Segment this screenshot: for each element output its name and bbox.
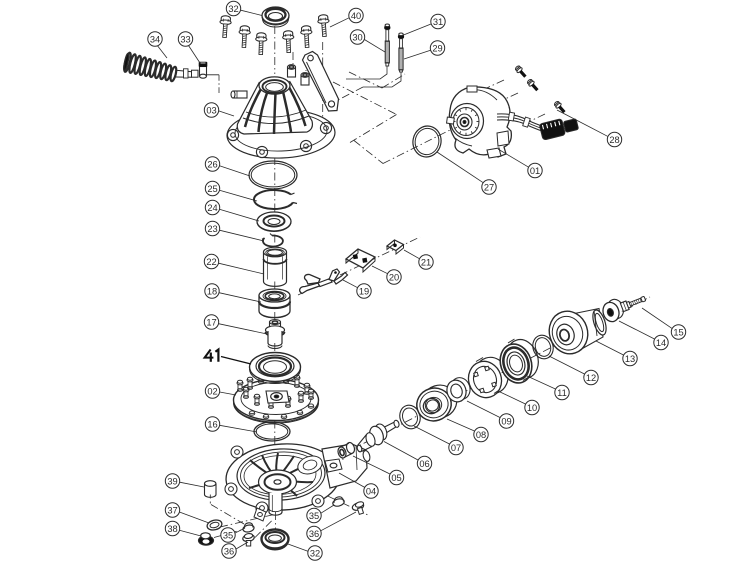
svg-text:06: 06 [419,459,429,469]
svg-text:33: 33 [180,34,190,44]
svg-text:40: 40 [351,11,361,21]
svg-text:36: 36 [224,546,234,556]
svg-text:28: 28 [609,135,619,145]
svg-text:21: 21 [421,257,431,267]
svg-text:09: 09 [501,416,511,426]
svg-text:36: 36 [309,529,319,539]
svg-text:38: 38 [167,524,177,534]
svg-text:39: 39 [167,476,177,486]
svg-text:17: 17 [206,317,216,327]
svg-text:07: 07 [451,443,461,453]
svg-text:20: 20 [389,272,399,282]
svg-text:25: 25 [207,184,217,194]
svg-text:18: 18 [207,286,217,296]
svg-text:34: 34 [150,34,160,44]
svg-text:08: 08 [476,430,486,440]
svg-text:19: 19 [359,286,369,296]
svg-text:23: 23 [207,224,217,234]
svg-text:35: 35 [309,511,319,521]
svg-text:32: 32 [228,4,238,14]
svg-text:15: 15 [673,327,683,337]
svg-text:31: 31 [433,17,443,27]
svg-text:26: 26 [207,159,217,169]
svg-text:29: 29 [432,43,442,53]
svg-text:30: 30 [352,32,362,42]
svg-text:16: 16 [207,419,217,429]
svg-text:35: 35 [223,530,233,540]
svg-text:24: 24 [207,203,217,213]
svg-text:02: 02 [207,386,217,396]
svg-text:32: 32 [310,548,320,558]
svg-text:27: 27 [484,182,494,192]
svg-text:13: 13 [625,354,635,364]
svg-text:10: 10 [527,403,537,413]
svg-text:22: 22 [206,257,216,267]
svg-text:37: 37 [167,505,177,515]
svg-text:05: 05 [391,473,401,483]
svg-text:04: 04 [366,486,376,496]
svg-text:11: 11 [557,388,567,398]
svg-text:01: 01 [530,166,540,176]
svg-text:12: 12 [586,373,596,383]
svg-text:03: 03 [206,105,216,115]
svg-text:14: 14 [656,338,666,348]
